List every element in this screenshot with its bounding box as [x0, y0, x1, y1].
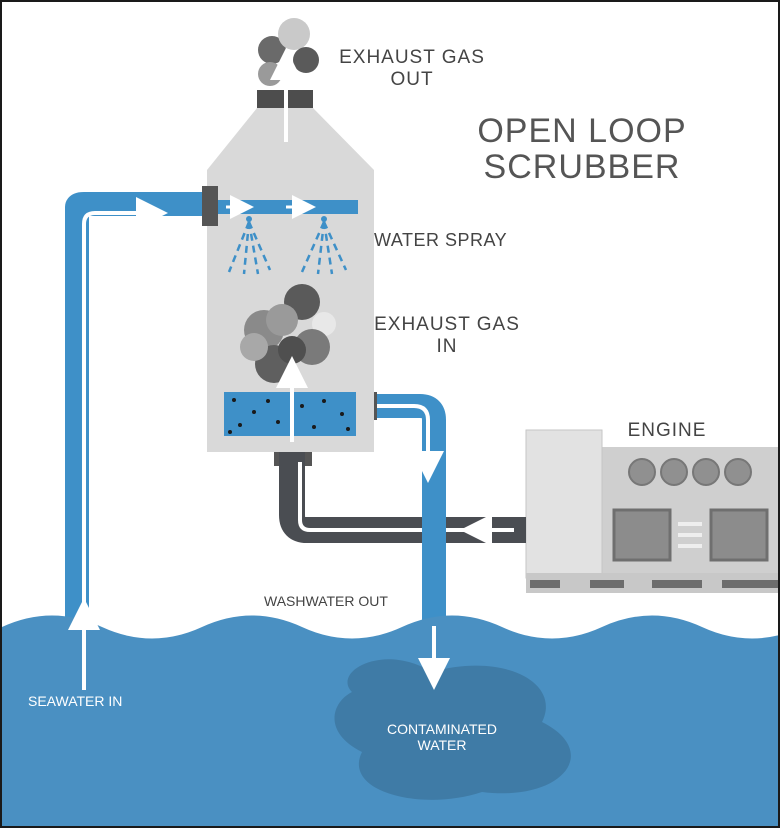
engine-cylinder-icon: [660, 458, 688, 486]
engine-cylinder-icon: [628, 458, 656, 486]
engine-hatch: [612, 508, 672, 562]
washwater-out-label: WASHWATER OUT: [264, 593, 388, 609]
exhaust-pipe-body: [279, 452, 526, 543]
engine-base-slot: [722, 580, 778, 588]
exhaust-pipe: [274, 448, 526, 546]
spray-nozzle-icon: [227, 221, 272, 275]
contaminated-water-line-2: WATER: [417, 737, 467, 754]
spray-nozzle-icon: [300, 221, 348, 275]
nozzle: [321, 216, 327, 222]
exhaust-gas-in-line-2: IN: [436, 335, 458, 357]
exhaust-gas-in-label: EXHAUST GAS IN: [352, 314, 542, 358]
engine: [525, 429, 778, 593]
scrubber-tower: [202, 18, 374, 452]
seawater-flow-line: [82, 211, 142, 614]
smoke-icon: [258, 18, 319, 86]
engine-panel: [525, 429, 603, 579]
exhaust-flow-line: [298, 462, 514, 532]
title-line-1: OPEN LOOP: [477, 112, 687, 150]
engine-cylinder-icon: [724, 458, 752, 486]
engine-vent: [678, 533, 702, 537]
seawater-in-label: SEAWATER IN: [28, 693, 123, 709]
scrubber-body: [207, 108, 374, 452]
arrow-icon: [377, 404, 444, 483]
exhaust-gas-out-line-1: EXHAUST GAS: [339, 47, 485, 68]
seawater-pipe: [65, 192, 207, 642]
seawater-pipe-body: [65, 192, 207, 642]
engine-label: ENGINE: [627, 420, 707, 441]
exhaust-gas-out-line-2: OUT: [390, 68, 434, 90]
nozzle: [246, 216, 252, 222]
contaminated-water-label: CONTAMINATED WATER: [357, 721, 527, 753]
engine-vent: [678, 522, 702, 526]
water-spray-label: WATER SPRAY: [374, 230, 508, 250]
contaminated-water-line-1: CONTAMINATED: [387, 721, 497, 737]
exhaust-gas-in-line-1: EXHAUST GAS: [374, 314, 520, 335]
engine-cylinder-icon: [692, 458, 720, 486]
exhaust-gas-out-label: EXHAUST GAS OUT: [322, 47, 502, 91]
spray-inlet-connector: [202, 186, 218, 226]
contamination-cloud: [334, 659, 571, 800]
engine-base-slot: [530, 580, 560, 588]
engine-base-slot: [590, 580, 624, 588]
sea: [2, 598, 778, 826]
packing-dots: [228, 398, 350, 434]
engine-hatch: [709, 508, 769, 562]
engine-base-slot: [652, 580, 702, 588]
diagram-title: OPEN LOOP SCRUBBER: [442, 112, 722, 186]
title-line-2: SCRUBBER: [483, 147, 681, 186]
engine-vent: [678, 544, 702, 548]
